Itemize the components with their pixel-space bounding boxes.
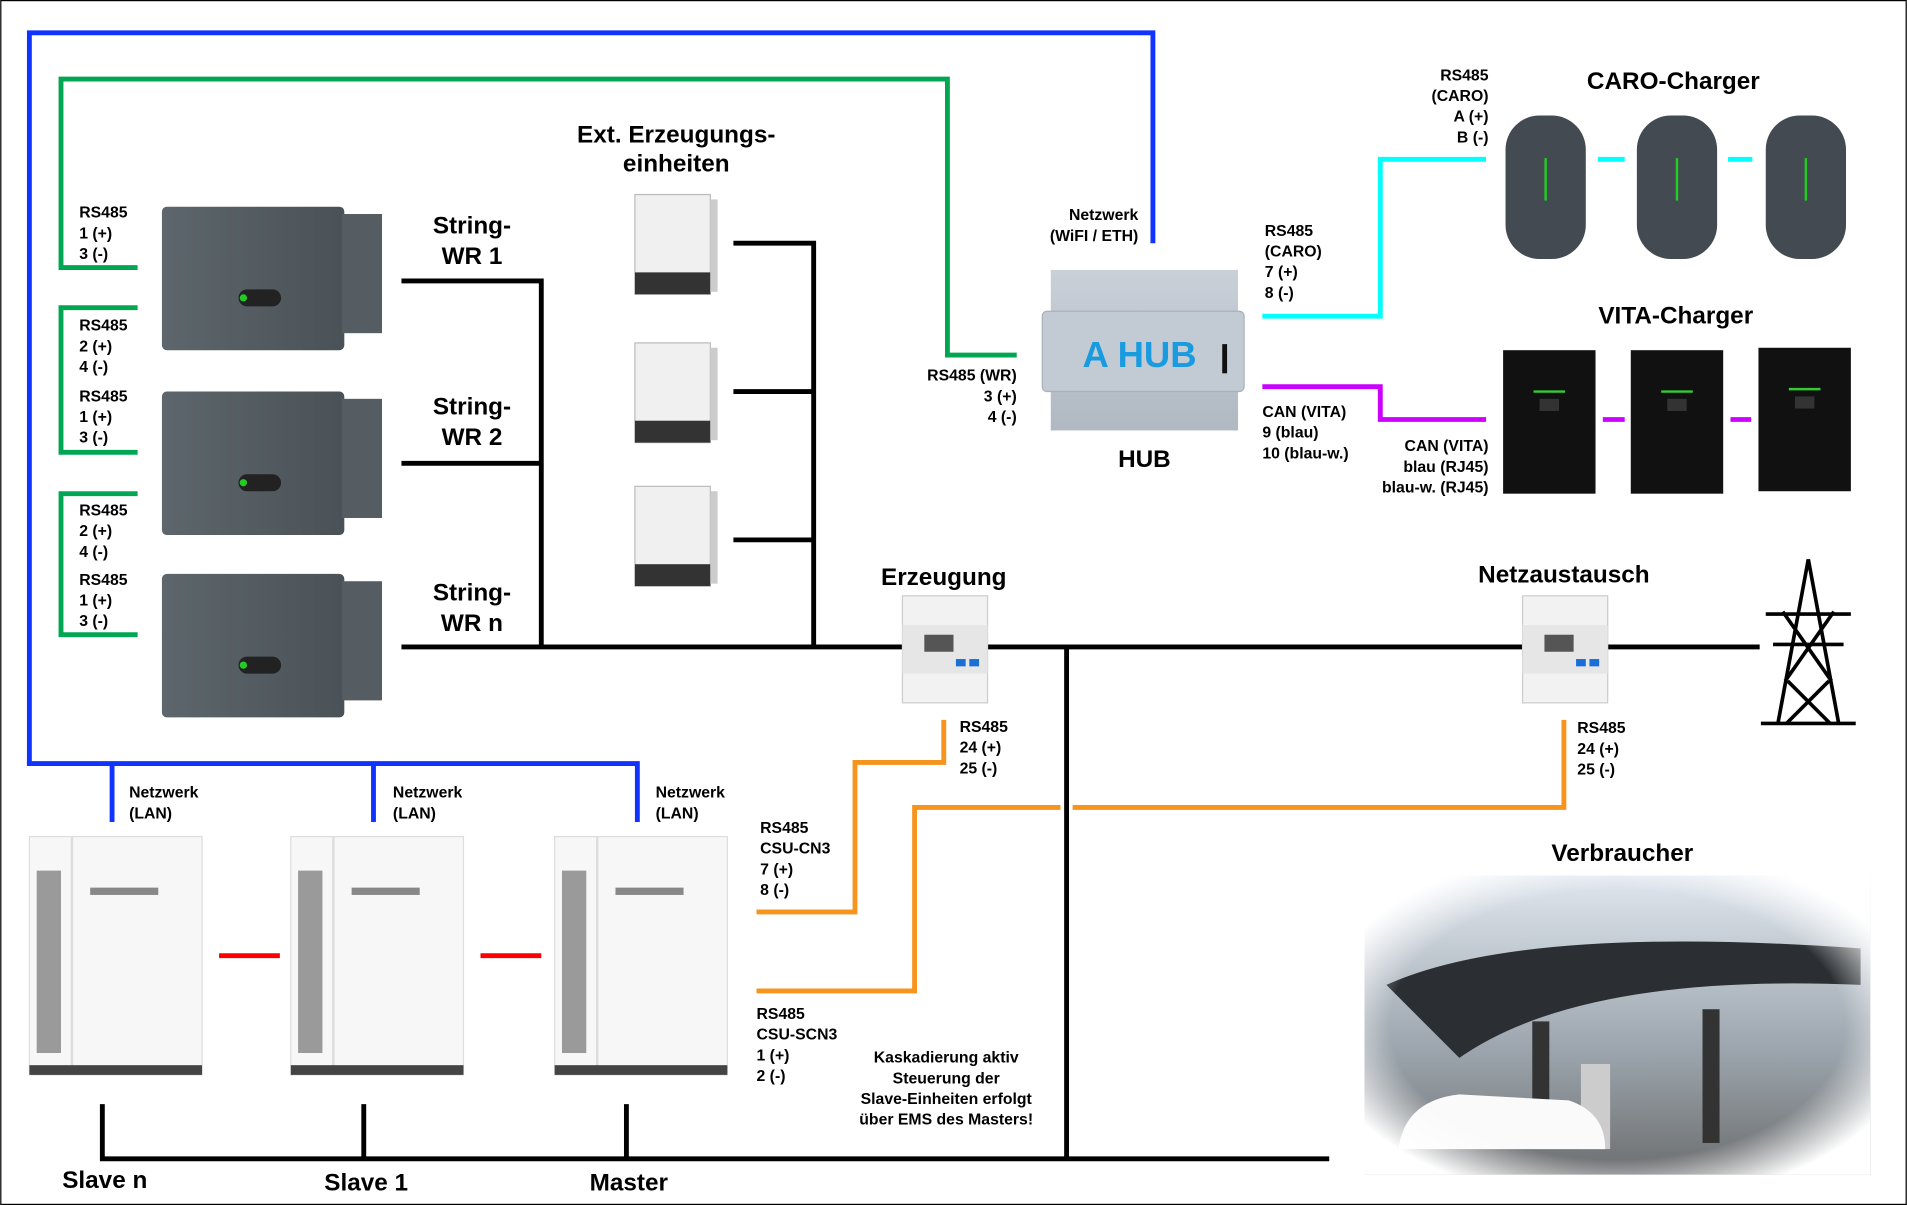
string-wrn-label: String-WR n	[433, 580, 511, 637]
caro-title: CARO-Charger	[1587, 68, 1760, 95]
network-wires	[26, 30, 1156, 822]
inverter-wrn	[161, 573, 383, 718]
ext-generation-units	[634, 193, 718, 587]
caro-chargers	[1505, 115, 1847, 259]
battery-slave-1	[290, 835, 465, 1076]
rs485-meter-wires	[756, 719, 1567, 994]
meter-grid	[1521, 595, 1609, 704]
hub-title: HUB	[1118, 446, 1171, 473]
vita-chargers	[1503, 347, 1851, 494]
consumer-title: Verbraucher	[1551, 840, 1693, 867]
battery-master-label: Master	[590, 1169, 669, 1196]
caro-charger	[1765, 115, 1847, 259]
battery-slave-1-label: Slave 1	[324, 1169, 408, 1196]
charging-station-photo	[1364, 875, 1871, 1175]
caro-charger	[1505, 115, 1586, 259]
caro-port-label: RS485(CARO)A (+)B (-)	[1431, 67, 1488, 146]
string-wr2-label: String-WR 2	[433, 394, 511, 451]
string-wr1-label: String-WR 1	[433, 212, 511, 269]
battery-network-label: Netzwerk(LAN)	[129, 785, 199, 823]
meter-generation-title: Erzeugung	[881, 564, 1007, 591]
battery-master	[554, 835, 728, 1076]
inverters	[161, 206, 383, 718]
hub-can-vita-label: CAN (VITA)9 (blau)10 (blau-w.)	[1262, 404, 1348, 462]
power-wires	[99, 240, 1760, 1162]
battery-slave-n-label: Slave n	[62, 1167, 147, 1194]
rs485-caro-wires	[1262, 156, 1753, 319]
meter-grid-title: Netzaustausch	[1478, 561, 1649, 588]
hub-rs485-wr-label: RS485 (WR)3 (+)4 (-)	[927, 368, 1017, 426]
vita-charger	[1758, 347, 1851, 492]
hub-device: A HUB	[1041, 269, 1245, 431]
battery-network-label: Netzwerk(LAN)	[656, 785, 726, 823]
vita-charger	[1503, 350, 1596, 494]
ext-units-title: Ext. Erzeugungs-einheiten	[577, 121, 775, 177]
ext-unit	[634, 485, 718, 587]
vita-port-label: CAN (VITA)blau (RJ45)blau-w. (RJ45)	[1382, 438, 1489, 496]
battery-network-label: Netzwerk(LAN)	[393, 785, 463, 823]
ext-unit	[634, 193, 718, 295]
vita-charger	[1630, 350, 1724, 494]
ext-unit	[634, 342, 718, 444]
inverter-wr2	[161, 391, 383, 536]
inverter-wr1	[161, 206, 383, 351]
battery-cabinets	[28, 835, 728, 1076]
can-vita-wires	[1262, 384, 1752, 422]
meter-generation	[901, 595, 989, 704]
hub-rs485-caro-label: RS485(CARO)7 (+)8 (-)	[1265, 223, 1322, 302]
battery-slave-n	[28, 835, 203, 1076]
hub-network-label: Netzwerk(WiFI / ETH)	[1050, 207, 1139, 245]
rs485-inverter-wires	[58, 76, 1017, 638]
caro-charger	[1636, 115, 1718, 259]
hub-logo: A HUB	[1082, 334, 1196, 375]
vita-title: VITA-Charger	[1598, 302, 1753, 329]
power-pylon-icon	[1760, 559, 1856, 726]
